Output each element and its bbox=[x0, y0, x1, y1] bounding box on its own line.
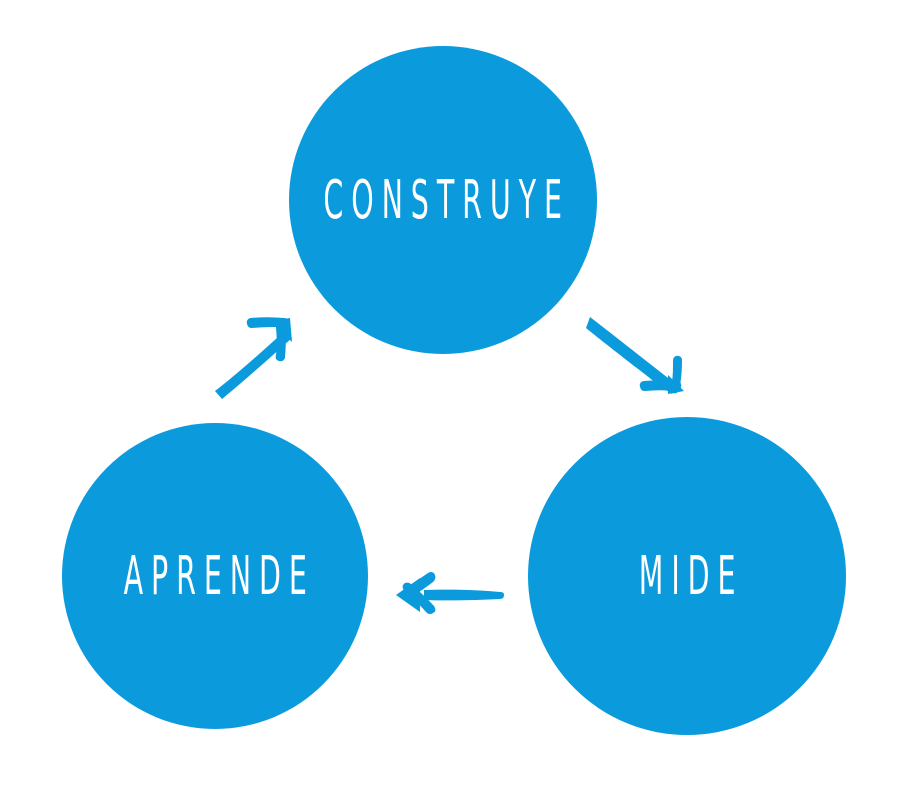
edge-mide-to-aprende[interactable] bbox=[392, 570, 510, 618]
node-aprende-label: APRENDE bbox=[123, 544, 315, 608]
node-aprende[interactable]: APRENDE bbox=[62, 423, 368, 729]
edge-aprende-to-construye[interactable] bbox=[208, 312, 300, 404]
node-mide-label: MIDE bbox=[638, 544, 744, 608]
node-mide[interactable]: MIDE bbox=[528, 417, 846, 735]
edge-construye-to-mide[interactable] bbox=[578, 310, 696, 402]
node-construye-label: CONSTRUYE bbox=[323, 168, 571, 232]
node-construye[interactable]: CONSTRUYE bbox=[289, 46, 597, 354]
